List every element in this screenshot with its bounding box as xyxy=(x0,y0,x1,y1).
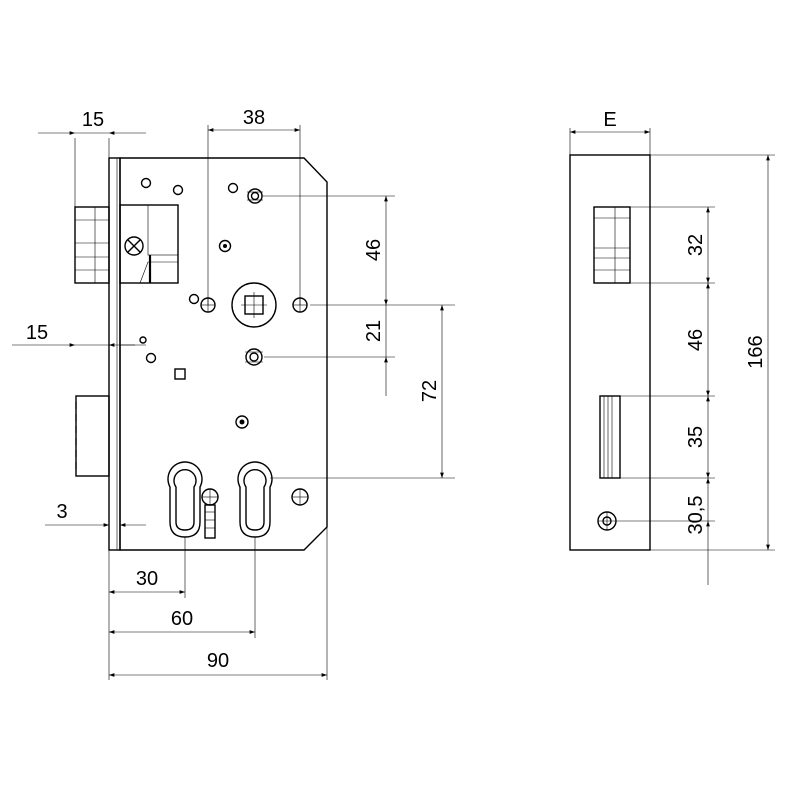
dim-46-front: 46 xyxy=(363,239,385,261)
screw-icon xyxy=(124,236,144,256)
spindle-follower xyxy=(231,282,277,328)
dimension-lines xyxy=(12,128,444,677)
dim-30-5: 30,5 xyxy=(685,496,707,535)
adjust-screw-middle xyxy=(245,348,263,366)
deadbolt xyxy=(75,395,110,477)
dim-38: 38 xyxy=(243,107,265,129)
dim-90: 90 xyxy=(207,650,229,672)
latch-bolt xyxy=(74,204,179,284)
extension-lines xyxy=(74,125,455,680)
side-dimension-lines xyxy=(570,130,770,585)
side-screw-icon xyxy=(597,511,617,531)
dim-30: 30 xyxy=(136,568,158,590)
dim-60: 60 xyxy=(171,608,193,630)
dim-15-side: 15 xyxy=(26,322,48,344)
fixing-hole-right xyxy=(292,297,308,313)
front-view: 15 38 46 21 72 15 3 30 60 90 xyxy=(12,107,455,680)
dim-32: 32 xyxy=(685,234,707,256)
dim-15-top: 15 xyxy=(82,109,104,131)
dim-35: 35 xyxy=(685,426,707,448)
adjust-screw-top xyxy=(247,188,263,204)
dim-166: 166 xyxy=(745,335,767,368)
dim-e: E xyxy=(603,109,616,131)
mounting-holes xyxy=(139,177,239,380)
dim-3: 3 xyxy=(56,501,67,523)
fixing-hole-left xyxy=(200,297,216,313)
side-body xyxy=(569,154,651,551)
cam-slot xyxy=(204,504,216,539)
dim-72: 72 xyxy=(419,380,441,402)
cylinder-cutout-left xyxy=(167,461,203,538)
fixing-hole-cyl-right xyxy=(291,488,309,506)
side-deadbolt xyxy=(599,395,621,479)
knurled-screw-icon xyxy=(218,239,249,429)
dim-21: 21 xyxy=(363,320,385,342)
forend-plate xyxy=(108,157,121,551)
fixing-hole-cyl-left xyxy=(201,488,219,506)
side-view: E 32 46 35 30,5 166 xyxy=(569,109,775,585)
dim-46-side: 46 xyxy=(685,329,707,351)
side-latch-bolt xyxy=(593,206,631,284)
cylinder-cutout-right xyxy=(237,461,273,538)
